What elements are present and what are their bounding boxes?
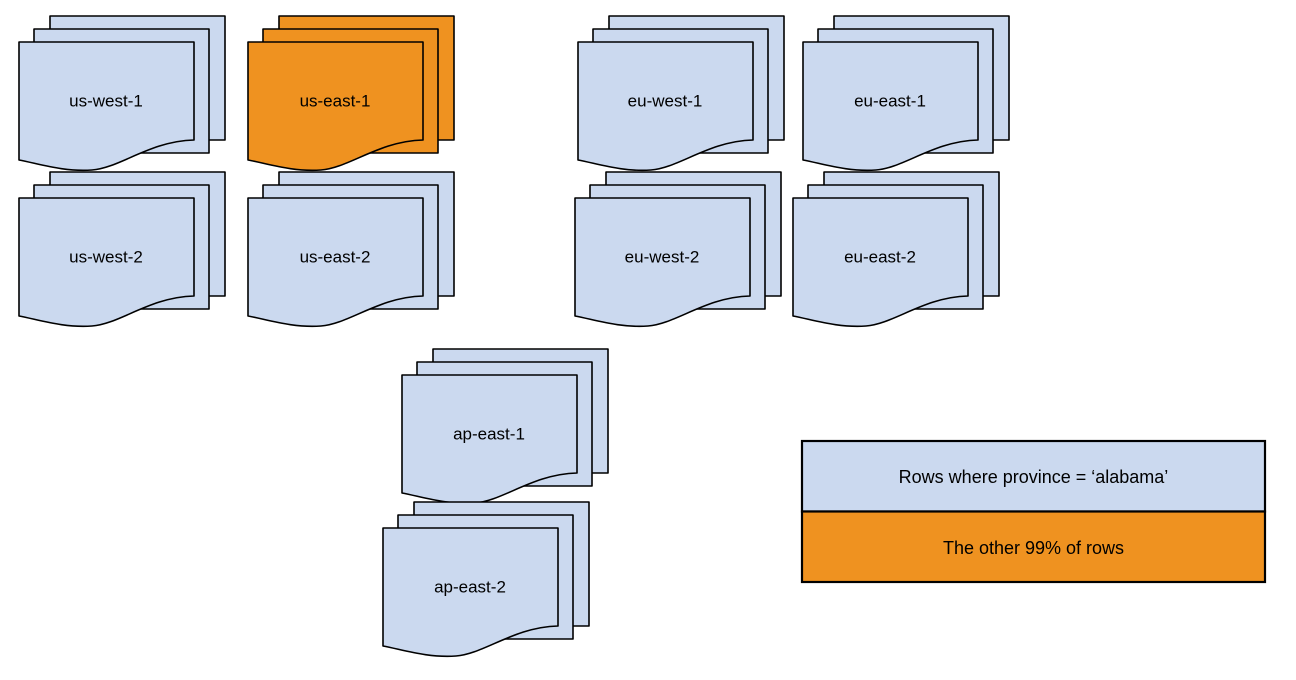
doc-stack-label: eu-west-1 — [628, 91, 703, 110]
doc-stack-eu-west-1[interactable]: eu-west-1 — [577, 15, 785, 172]
doc-sheet-front — [18, 197, 195, 328]
doc-stack-label: ap-east-2 — [434, 577, 506, 596]
legend: Rows where province = ‘alabama’ The othe… — [800, 439, 1267, 584]
doc-stack-label: us-east-1 — [300, 91, 371, 110]
region-group-ap: ap-east-1 ap-east-2 — [382, 348, 609, 658]
doc-stack-ap-east-2[interactable]: ap-east-2 — [382, 501, 590, 658]
doc-sheet-front — [574, 197, 751, 328]
doc-stack-label: us-east-2 — [300, 247, 371, 266]
doc-stack-label: eu-west-2 — [625, 247, 700, 266]
doc-stack-us-east-2[interactable]: us-east-2 — [247, 171, 455, 328]
region-group-eu: eu-west-1 eu-east-1 eu-west-2 eu-east-2 — [574, 15, 1010, 328]
doc-sheet-front — [792, 197, 969, 328]
doc-stack-label: us-west-2 — [69, 247, 143, 266]
doc-stack-ap-east-1[interactable]: ap-east-1 — [401, 348, 609, 505]
doc-stack-eu-east-2[interactable]: eu-east-2 — [792, 171, 1000, 328]
doc-stack-us-east-1[interactable]: us-east-1 — [247, 15, 455, 172]
legend-label-blue: Rows where province = ‘alabama’ — [899, 467, 1169, 487]
doc-sheet-front — [802, 41, 979, 172]
doc-stack-label: eu-east-2 — [844, 247, 916, 266]
legend-swatch-orange — [800, 510, 1267, 584]
doc-sheet-front — [382, 527, 559, 658]
doc-stack-label: ap-east-1 — [453, 424, 525, 443]
doc-stack-eu-east-1[interactable]: eu-east-1 — [802, 15, 1010, 172]
doc-sheet-front — [247, 197, 424, 328]
doc-stack-label: us-west-1 — [69, 91, 143, 110]
doc-sheet-front — [577, 41, 754, 172]
doc-sheet-front — [18, 41, 195, 172]
doc-stack-eu-west-2[interactable]: eu-west-2 — [574, 171, 782, 328]
legend-label-orange: The other 99% of rows — [943, 538, 1124, 558]
doc-stack-us-west-2[interactable]: us-west-2 — [18, 171, 226, 328]
region-group-us: us-west-1 us-east-1 us-west-2 us-east-2 — [18, 15, 455, 328]
doc-stack-label: eu-east-1 — [854, 91, 926, 110]
doc-sheet-front — [247, 41, 424, 172]
doc-stack-us-west-1[interactable]: us-west-1 — [18, 15, 226, 172]
